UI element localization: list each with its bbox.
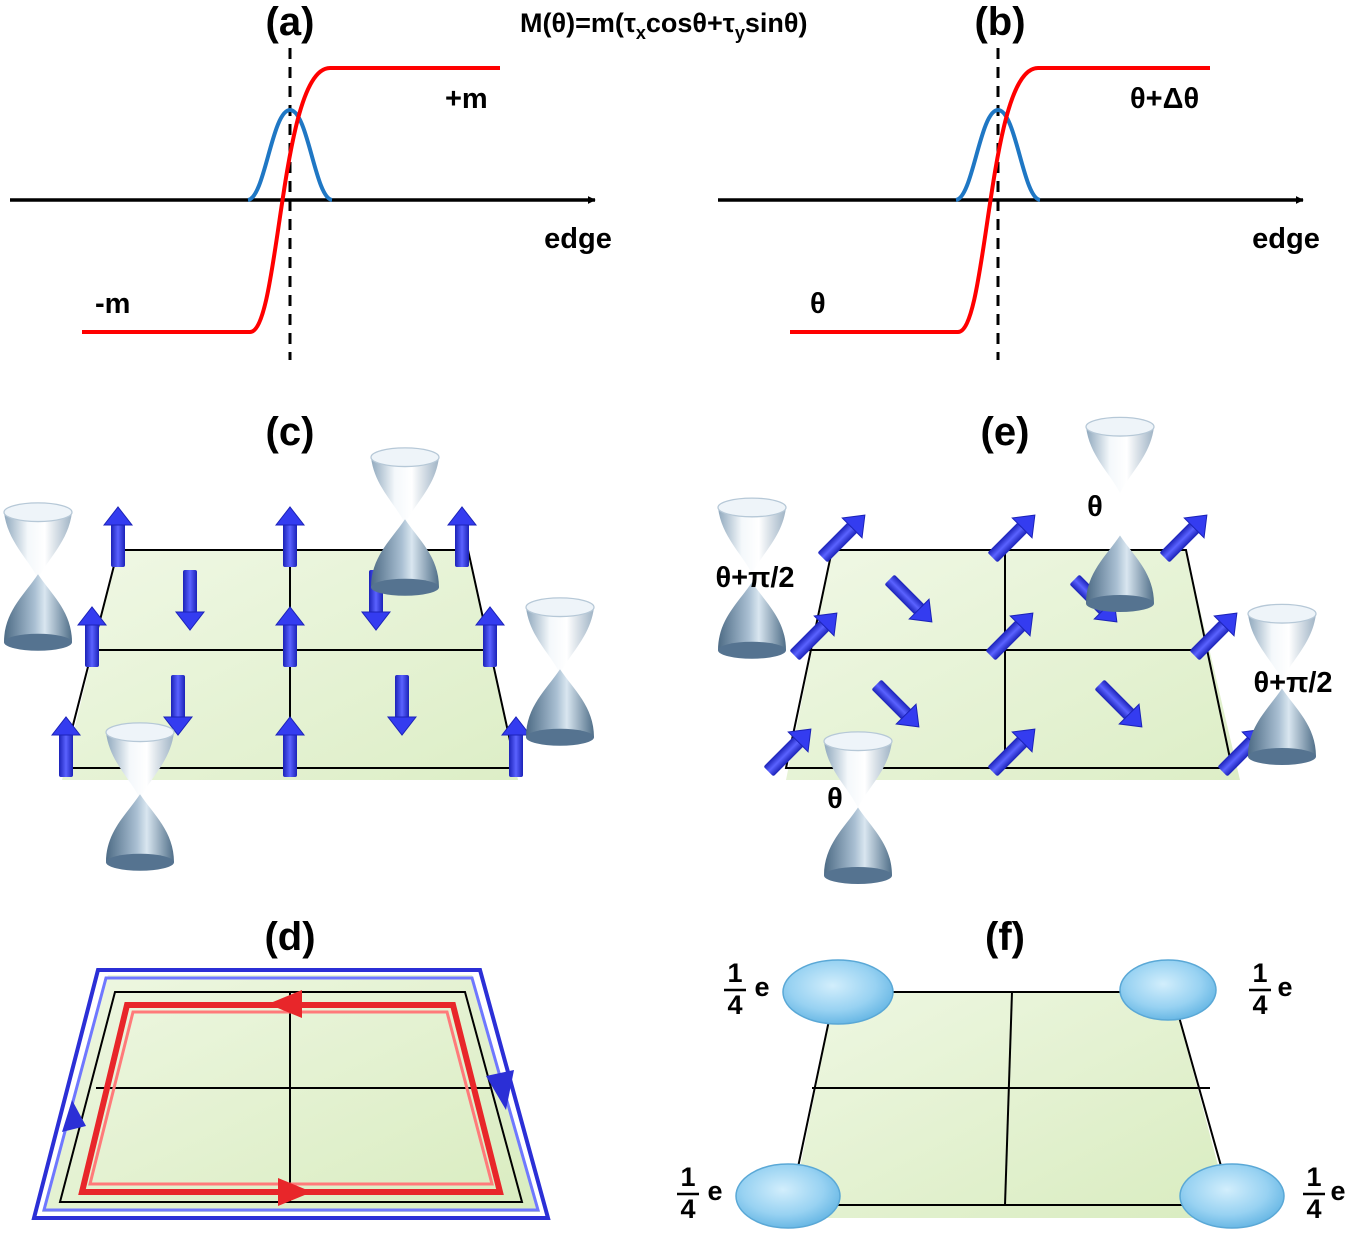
panel-b-label: (b) [974, 0, 1025, 44]
panel-b: (b) edge θ θ+Δθ [718, 0, 1320, 360]
svg-text:e: e [1277, 972, 1292, 1002]
bound-state-curve [955, 107, 1041, 202]
panel-f-label: (f) [985, 915, 1025, 959]
inner-edge-current [78, 1002, 504, 1195]
axis-label: edge [1252, 223, 1320, 255]
outer-edge-current [31, 968, 551, 1220]
dirac-cone-icon [525, 597, 595, 746]
panel-d-label: (d) [264, 915, 315, 959]
panel-c: (c) [3, 410, 595, 871]
panel-d: (d) [31, 915, 551, 1220]
svg-text:1: 1 [1252, 958, 1267, 988]
svg-text:4: 4 [1306, 1194, 1321, 1224]
panel-e: (e) θ θ+ [716, 410, 1333, 884]
dirac-cone-icon [3, 502, 73, 651]
current-arrow-icon [486, 1070, 514, 1110]
svg-text:4: 4 [680, 1194, 695, 1224]
corner-charge [1119, 959, 1217, 1021]
charge-label-top-right: 1 4 e [1249, 958, 1293, 1020]
charge-label-bottom-right: 1 4 e [1303, 1162, 1346, 1224]
mass-profile-curve [82, 66, 500, 334]
svg-text:4: 4 [727, 990, 742, 1020]
right-mass-label: +m [445, 83, 488, 115]
charge-label-bottom-left: 1 4 e [677, 1162, 723, 1224]
cone-label: θ+π/2 [1254, 667, 1333, 699]
svg-text:1: 1 [727, 958, 742, 988]
panel-f: (f) 1 4 e 1 4 e 1 4 e [677, 915, 1346, 1229]
lattice-plane [790, 992, 1232, 1218]
corner-charge [735, 1163, 841, 1229]
svg-text:e: e [1330, 1176, 1345, 1206]
cone-label: θ [827, 783, 843, 815]
mass-profile-curve [790, 66, 1210, 334]
panel-c-label: (c) [266, 410, 315, 454]
dirac-cone-icon [105, 722, 175, 871]
svg-text:e: e [707, 1176, 722, 1206]
panel-a: (a) edge -m +m [10, 0, 612, 360]
dirac-cone-icon [370, 447, 440, 596]
svg-text:e: e [754, 972, 769, 1002]
charge-label-top-left: 1 4 e [724, 958, 770, 1020]
right-angle-label: θ+Δθ [1130, 83, 1199, 115]
corner-charge [782, 959, 894, 1025]
current-arrow-icon [278, 1178, 312, 1206]
cone-label: θ+π/2 [716, 562, 795, 594]
lattice-grid [58, 991, 524, 1203]
bound-state-curve [247, 107, 333, 202]
corner-charge [1179, 1163, 1285, 1229]
svg-text:1: 1 [1306, 1162, 1321, 1192]
current-arrow-icon [268, 990, 302, 1018]
current-arrow-icon [62, 1100, 86, 1132]
left-mass-label: -m [95, 288, 130, 320]
panel-e-label: (e) [981, 410, 1030, 454]
axis-label: edge [544, 223, 612, 255]
cone-label: θ [1087, 491, 1103, 523]
panel-a-label: (a) [266, 0, 315, 44]
formula: M(θ)=m(τxcosθ+τysinθ) [520, 8, 807, 43]
svg-text:1: 1 [680, 1162, 695, 1192]
left-angle-label: θ [810, 288, 826, 320]
svg-text:4: 4 [1252, 990, 1267, 1020]
